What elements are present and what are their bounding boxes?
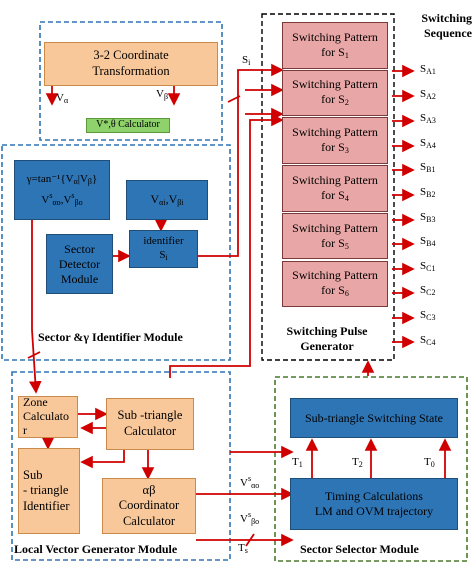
subtri-calc-line-2: Calculator <box>123 424 177 438</box>
pattern-line-1: Switching Pattern <box>292 172 378 187</box>
detector-line-3: Module <box>60 271 99 286</box>
output-arrows <box>392 64 415 349</box>
coord-title-2: Transformation <box>92 64 170 78</box>
ab-coordinator-block: αβ Coordinator Calculator <box>102 478 196 534</box>
sequence-title-1: Switching <box>421 11 472 25</box>
wire-subcalc-subid <box>80 450 125 469</box>
pattern-line-2: for S4 <box>321 187 349 203</box>
sector-module-title: Sector &γ Identifier Module <box>38 330 183 344</box>
vai-block: Vαi,Vβi <box>126 180 208 220</box>
pattern-line-2: for S1 <box>321 44 349 60</box>
selector-module-title: Sector Selector Module <box>300 542 419 556</box>
ab-line-3: Calculator <box>122 513 176 528</box>
t0-label: T0 <box>424 456 435 469</box>
pattern-line-1: Switching Pattern <box>292 220 378 235</box>
ab-line-1: αβ <box>142 482 156 497</box>
subtriangle-calculator-block: Sub -triangle Calculator <box>106 398 194 450</box>
switching-state-block: Sub-triangle Switching State <box>290 398 458 438</box>
local-module-frame <box>11 371 231 561</box>
coord-title-1: 3-2 Coordinate <box>93 48 169 63</box>
subtriangle-identifier-block: Sub - triangle Identifier <box>18 448 80 534</box>
pulse-module-title: Switching Pulse Generator <box>264 322 390 356</box>
timing-line-2: LM and OVM trajectory <box>314 504 434 518</box>
output-c1: SC1 <box>420 259 436 273</box>
pattern-line-1: Switching Pattern <box>292 268 378 283</box>
pulse-module-frame <box>261 13 395 361</box>
subtri-calc-line-1: Sub -triangle <box>117 408 183 423</box>
output-c3: SC3 <box>420 309 436 322</box>
vai-label: Vαi,Vβi <box>150 192 184 207</box>
switching-state-label: Sub-triangle Switching State <box>305 410 443 425</box>
output-c4: SC4 <box>420 333 436 347</box>
v-beta-o-label: Vsβo <box>240 510 260 526</box>
selector-module-frame <box>274 376 468 562</box>
v-alpha-o-label: Vsαo <box>240 474 260 490</box>
subtri-id-line-3: Identifier <box>23 498 70 513</box>
sequence-title-2: Sequence <box>424 26 472 40</box>
output-b3: SB3 <box>420 210 436 224</box>
timing-calculations-block: Timing Calculations LM and OVM trajector… <box>290 478 458 530</box>
wire-gamma-zone <box>29 220 42 394</box>
identifier-block: identifier Si <box>129 230 198 268</box>
zone-calculator-block: Zone Calculato r <box>18 396 78 438</box>
subtri-id-line-2: - triangle <box>23 483 69 498</box>
pulse-title-1: Switching Pulse <box>286 324 368 338</box>
identifier-si: Si <box>159 248 168 262</box>
pattern-line-2: for S6 <box>321 283 349 299</box>
zone-line-1: Zone <box>23 395 48 410</box>
timing-line-1: Timing Calculations <box>325 489 423 503</box>
output-a2: SA2 <box>420 87 436 101</box>
wire-tick-ts <box>245 533 255 547</box>
coord-module-frame <box>39 21 223 141</box>
output-b1: SB1 <box>420 161 436 175</box>
detector-line-1: Sector <box>64 241 95 256</box>
pattern-line-2: for S3 <box>321 140 349 156</box>
output-c2: SC2 <box>420 284 436 298</box>
t2-label: T2 <box>352 456 363 469</box>
zone-line-2: Calculato <box>23 409 69 424</box>
output-b4: SB4 <box>420 235 436 249</box>
ts-label: Ts <box>238 542 248 555</box>
pattern-line-1: Switching Pattern <box>292 77 378 92</box>
gamma-outputs: Vsαo,Vsβo <box>41 190 83 207</box>
si-signal-label: Si <box>242 54 251 67</box>
gamma-block: γ=tan⁻¹{Vα|Vβ} Vsαo,Vsβo <box>14 160 110 220</box>
wire-local-pulse <box>169 113 284 378</box>
t1-label: T1 <box>292 456 303 469</box>
sector-module-frame <box>1 144 231 361</box>
wire-tick-gamma <box>27 351 41 359</box>
output-a3: SA3 <box>420 112 436 126</box>
output-a4: SA4 <box>420 136 436 150</box>
identifier-label: identifier <box>143 235 184 248</box>
v-beta-label: Vβ <box>156 88 169 101</box>
ab-line-2: Coordinator <box>118 498 180 513</box>
sector-detector-block: Sector Detector Module <box>46 234 113 294</box>
pulse-title-2: Generator <box>300 339 354 353</box>
pattern-line-2: for S2 <box>321 92 349 108</box>
pattern-line-2: for S5 <box>321 235 349 251</box>
sequence-title: Switching Sequence <box>400 4 472 48</box>
pattern-line-1: Switching Pattern <box>292 29 378 44</box>
calculator-label: V*,θ Calculator <box>96 119 160 131</box>
output-a1: SA1 <box>420 63 436 76</box>
wire-tick-si <box>227 95 241 103</box>
detector-line-2: Detector <box>58 256 101 271</box>
local-module-title: Local Vector Generator Module <box>14 542 178 556</box>
pattern-line-1: Switching Pattern <box>292 125 378 140</box>
calculator-block: V*,θ Calculator <box>86 118 170 133</box>
wire-si-pulse <box>198 63 284 257</box>
coord-transform-block: 3-2 Coordinate Transformation <box>44 42 218 86</box>
gamma-formula: γ=tan⁻¹{Vα|Vβ} <box>26 172 98 186</box>
output-b2: SB2 <box>420 186 436 199</box>
subtri-id-line-1: Sub <box>23 467 43 482</box>
zone-line-3: r <box>23 422 27 437</box>
v-alpha-label: Vα <box>56 92 69 105</box>
